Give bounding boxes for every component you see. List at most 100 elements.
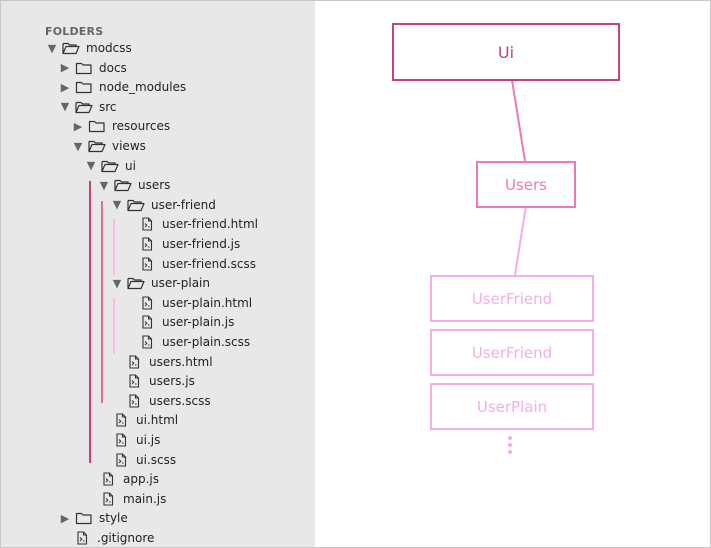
tree-item-label: ui.js xyxy=(136,433,161,447)
caret-right-icon[interactable]: ▶ xyxy=(73,119,83,133)
file-icon xyxy=(140,257,156,271)
tree-folder-item[interactable]: ▼ src xyxy=(59,98,117,116)
tree-item-label: user-friend.scss xyxy=(162,256,257,271)
file-icon xyxy=(114,453,130,467)
tree-folder-item[interactable]: ▼ views xyxy=(72,137,146,155)
tree-item-label: user-plain.js xyxy=(162,315,235,330)
folders-header: FOLDERS xyxy=(45,25,104,38)
caret-down-icon[interactable]: ▼ xyxy=(86,159,96,173)
tree-guide-users xyxy=(101,201,103,403)
tree-item-label: user-friend.js xyxy=(162,237,241,251)
tree-item-label: node_modules xyxy=(99,80,187,95)
tree-file-item[interactable]: app.js xyxy=(85,470,159,488)
node-users-label: Users xyxy=(504,175,547,194)
tree-folder-item[interactable]: ▶ node_modules xyxy=(59,78,186,96)
tree-file-item[interactable]: user-plain.html xyxy=(124,294,252,312)
folder-closed-icon xyxy=(75,80,93,94)
node-users[interactable]: Users xyxy=(476,161,576,208)
tree-file-item[interactable]: .gitignore xyxy=(59,529,154,547)
node-userfriend-1-label: UserFriend xyxy=(471,289,553,308)
tree-item-label: modcss xyxy=(86,41,132,55)
node-ui-label: Ui xyxy=(497,42,515,62)
caret-right-icon[interactable]: ▶ xyxy=(60,61,70,75)
caret-right-icon[interactable]: ▶ xyxy=(60,80,70,94)
file-icon xyxy=(127,394,143,408)
tree-item-label: ui.html xyxy=(136,413,179,428)
file-icon xyxy=(140,296,156,310)
tree-file-item[interactable]: user-plain.scss xyxy=(124,333,250,351)
folder-open-icon xyxy=(88,139,106,153)
tree-file-item[interactable]: main.js xyxy=(85,490,166,508)
caret-right-icon[interactable]: ▶ xyxy=(60,511,70,525)
tree-item-label: docs xyxy=(99,60,127,75)
connector-ui-users xyxy=(511,79,526,162)
file-icon xyxy=(140,335,156,349)
caret-down-icon[interactable]: ▼ xyxy=(112,198,122,212)
tree-item-label: ui.scss xyxy=(136,452,177,467)
node-userfriend-1[interactable]: UserFriend xyxy=(430,275,594,322)
file-icon xyxy=(127,355,143,369)
tree-item-label: users xyxy=(138,178,171,193)
folder-open-icon xyxy=(127,276,145,290)
tree-folder-item[interactable]: ▼ modcss xyxy=(46,39,132,57)
tree-item-label: users.scss xyxy=(149,393,211,408)
file-icon xyxy=(101,472,117,486)
folder-open-icon xyxy=(101,159,119,173)
node-userplain[interactable]: UserPlain xyxy=(430,383,594,430)
node-userplain-label: UserPlain xyxy=(476,397,548,416)
tree-folder-item[interactable]: ▼ users xyxy=(98,176,171,194)
tree-item-label: user-friend xyxy=(151,197,216,212)
file-icon xyxy=(140,237,156,251)
tree-folder-item[interactable]: ▶ docs xyxy=(59,59,127,77)
file-icon xyxy=(114,433,130,447)
tree-file-item[interactable]: users.scss xyxy=(111,392,211,410)
caret-down-icon[interactable]: ▼ xyxy=(47,41,57,55)
node-userfriend-2[interactable]: UserFriend xyxy=(430,329,594,376)
tree-guide-user-friend xyxy=(113,219,115,275)
tree-guide-user-plain xyxy=(113,298,115,354)
tree-guide-ui xyxy=(89,181,91,463)
folder-open-icon xyxy=(62,41,80,55)
folder-open-icon xyxy=(75,100,93,114)
tree-file-item[interactable]: user-plain.js xyxy=(124,313,234,331)
tree-item-label: ui xyxy=(125,158,136,173)
folder-closed-icon xyxy=(88,119,106,133)
tree-folder-item[interactable]: ▶ style xyxy=(59,509,128,527)
tree-item-label: user-plain.html xyxy=(162,295,253,310)
tree-file-item[interactable]: ui.js xyxy=(98,431,160,449)
connector-users-userfriend xyxy=(514,205,527,276)
caret-down-icon[interactable]: ▼ xyxy=(99,178,109,192)
tree-folder-item[interactable]: ▼ user-plain xyxy=(111,274,210,292)
file-explorer-sidebar: FOLDERS ▼ modcss ▶ docs ▶ node_modules ▼ src ▶ re… xyxy=(1,1,315,547)
tree-file-item[interactable]: user-friend.js xyxy=(124,235,240,253)
diagram-connectors xyxy=(511,79,527,276)
file-icon xyxy=(75,531,91,545)
node-userfriend-2-label: UserFriend xyxy=(471,343,553,362)
caret-down-icon[interactable]: ▼ xyxy=(73,139,83,153)
tree-file-item[interactable]: users.html xyxy=(111,353,213,371)
tree-item-label: views xyxy=(112,139,146,153)
tree-item-label: user-plain xyxy=(151,276,210,291)
tree-item-label: users.js xyxy=(149,374,195,389)
caret-down-icon[interactable]: ▼ xyxy=(112,276,122,290)
tree-item-label: user-plain.scss xyxy=(162,335,251,349)
tree-item-label: style xyxy=(99,511,128,526)
tree-folder-item[interactable]: ▶ resources xyxy=(72,117,170,135)
file-icon xyxy=(101,492,117,506)
caret-down-icon[interactable]: ▼ xyxy=(60,100,70,114)
more-nodes-ellipsis-icon xyxy=(507,436,513,454)
tree-folder-item[interactable]: ▼ ui xyxy=(85,157,136,175)
tree-file-item[interactable]: users.js xyxy=(111,372,195,390)
tree-file-item[interactable]: user-friend.html xyxy=(124,215,258,233)
tree-item-label: .gitignore xyxy=(97,531,155,545)
tree-file-item[interactable]: ui.html xyxy=(98,411,178,429)
node-ui[interactable]: Ui xyxy=(392,23,620,81)
file-icon xyxy=(140,217,156,231)
tree-item-label: src xyxy=(99,99,117,114)
tree-item-label: resources xyxy=(112,119,171,134)
tree-item-label: users.html xyxy=(149,354,213,369)
tree-folder-item[interactable]: ▼ user-friend xyxy=(111,196,216,214)
tree-file-item[interactable]: ui.scss xyxy=(98,451,176,469)
tree-file-item[interactable]: user-friend.scss xyxy=(124,255,256,273)
file-icon xyxy=(114,413,130,427)
